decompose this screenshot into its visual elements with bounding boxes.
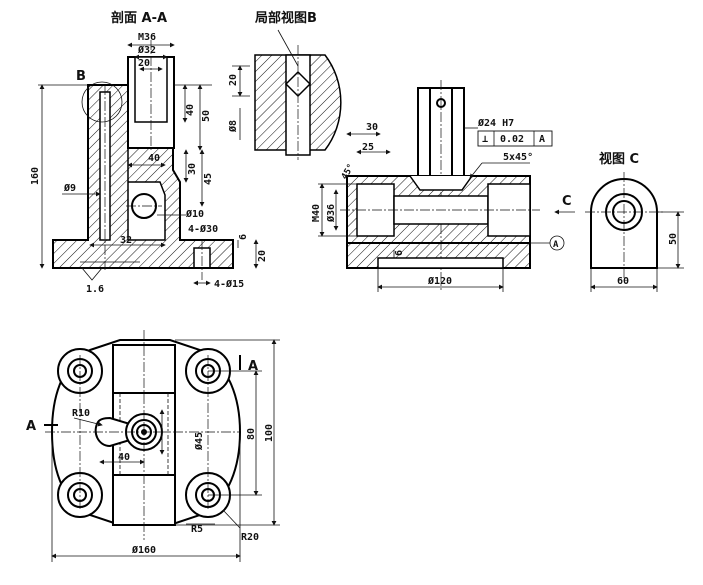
dim-32: 32 bbox=[120, 235, 132, 246]
top-dim-r20: R20 bbox=[241, 532, 259, 543]
front-dim-6: 6 bbox=[394, 250, 405, 256]
dim-4x15: 4-Ø15 bbox=[214, 278, 244, 290]
front-dim-30: 30 bbox=[366, 122, 378, 133]
dim-4x30: 4-Ø30 bbox=[188, 223, 218, 235]
detail-b-circle bbox=[81, 81, 123, 123]
dim-d10: Ø10 bbox=[185, 208, 204, 220]
roughness-value: 1.6 bbox=[86, 284, 104, 295]
top-dim-80: 80 bbox=[246, 428, 257, 440]
dim-30: 30 bbox=[187, 163, 198, 175]
roughness-symbol bbox=[81, 267, 103, 281]
dim-50: 50 bbox=[201, 110, 212, 122]
dim-d32: Ø32 bbox=[137, 44, 156, 56]
tolerance-datum: A bbox=[539, 134, 545, 145]
datum-a-label: A bbox=[553, 240, 559, 250]
top-dim-40: 40 bbox=[118, 452, 130, 463]
label-b: B bbox=[76, 69, 86, 84]
view-c: 视图 C 50 60 bbox=[585, 151, 684, 292]
front-dim-d24h7: Ø24 H7 bbox=[477, 117, 514, 129]
dim-6: 6 bbox=[238, 234, 249, 240]
section-a-left: A bbox=[26, 419, 36, 434]
detail-dim-20: 20 bbox=[228, 74, 239, 86]
view-c-dim-50: 50 bbox=[668, 233, 679, 245]
dim-20: 20 bbox=[257, 250, 268, 262]
dim-m36: M36 bbox=[138, 32, 156, 43]
partial-view-b: 局部视图B 20 Ø8 bbox=[227, 10, 342, 160]
front-dim-m40: M40 bbox=[311, 204, 322, 222]
tolerance-symbol: ⊥ bbox=[482, 134, 488, 145]
dim-160: 160 bbox=[30, 167, 41, 185]
front-dim-d120: Ø120 bbox=[427, 275, 452, 287]
section-a-right: A bbox=[248, 359, 258, 374]
view-c-dim-60: 60 bbox=[617, 276, 629, 287]
top-dim-d160: Ø160 bbox=[131, 544, 156, 556]
front-section-view: 30 25 45° M40 Ø36 Ø24 H7 ⊥ 0.02 A 5x45° … bbox=[311, 80, 575, 292]
detail-dim-d8: Ø8 bbox=[227, 120, 239, 133]
title-section-aa: 剖面 A-A bbox=[111, 10, 167, 26]
dim-d9: Ø9 bbox=[63, 182, 76, 194]
dim-d20: 20 bbox=[138, 58, 150, 69]
front-dim-d36: Ø36 bbox=[325, 204, 337, 223]
datum-a-circle bbox=[549, 235, 565, 251]
section-aa-view: 剖面 A-A B M36 Ø32 20 40 50 bbox=[30, 10, 268, 295]
tolerance-frame bbox=[477, 130, 553, 147]
top-dim-100: 100 bbox=[264, 424, 275, 442]
view-c-arrow-label: C bbox=[562, 194, 572, 209]
top-view: A A R10 Ø45 40 80 100 R5 R20 Ø160 bbox=[26, 330, 280, 562]
front-dim-25: 25 bbox=[362, 142, 374, 153]
dim-45: 45 bbox=[203, 173, 214, 185]
top-dim-r10: R10 bbox=[72, 408, 90, 419]
dim-40b: 40 bbox=[148, 153, 160, 164]
top-dim-r5: R5 bbox=[191, 524, 203, 535]
top-dim-d45: Ø45 bbox=[193, 432, 205, 451]
tolerance-value: 0.02 bbox=[500, 134, 524, 145]
dim-40a: 40 bbox=[185, 104, 196, 116]
front-dim-5x45: 5x45° bbox=[503, 152, 533, 163]
title-partial-b: 局部视图B bbox=[255, 10, 317, 26]
title-view-c: 视图 C bbox=[599, 151, 639, 167]
